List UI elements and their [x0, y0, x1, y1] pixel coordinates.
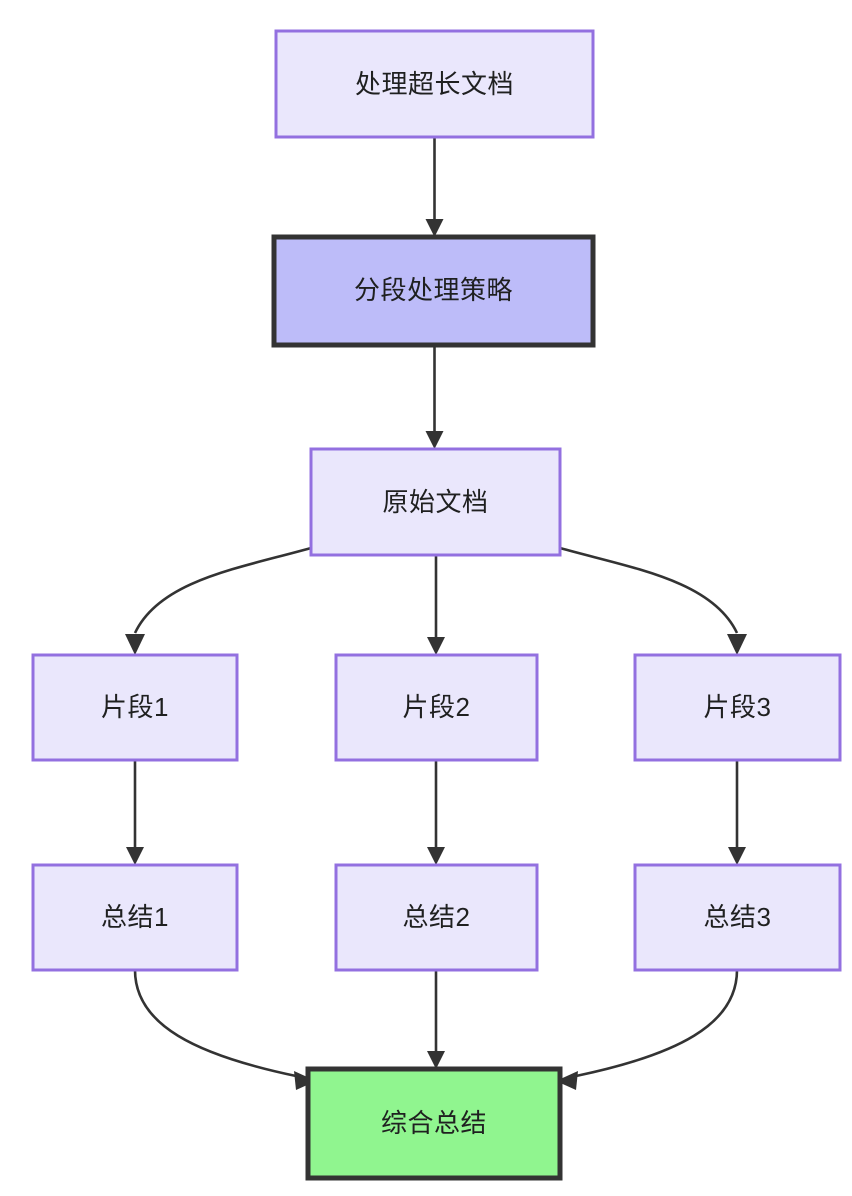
arrow-head-icon: [425, 431, 444, 449]
edge-source-doc-to-fragment-3: [559, 546, 747, 655]
node-summary-3-label: 总结3: [704, 902, 772, 932]
node-fragment-2-shape[interactable]: [334, 653, 539, 762]
node-final-summary-label: 综合总结: [381, 1108, 487, 1138]
edge-source-doc-to-fragment-2: [427, 555, 445, 655]
node-source-doc-shape[interactable]: [309, 447, 562, 557]
node-chunk-strategy-shape[interactable]: [271, 234, 596, 348]
arrow-head-icon: [125, 634, 145, 655]
node-fragment-3-shape[interactable]: [633, 653, 842, 762]
arrow-head-icon: [427, 1051, 445, 1069]
node-fragment-1[interactable]: 片段1: [31, 653, 239, 762]
node-summary-1-label: 总结1: [101, 902, 169, 932]
arrow-head-icon: [427, 637, 445, 655]
edge-summary-2-to-final-summary: [427, 970, 445, 1069]
node-fragment-1-label: 片段1: [101, 692, 169, 722]
node-doc-long-shape[interactable]: [274, 29, 595, 139]
arrow-head-icon: [425, 219, 444, 237]
edge-layer: [125, 137, 747, 1090]
edge-fragment-1-to-summary-1: [126, 760, 144, 865]
node-summary-2-label: 总结2: [403, 902, 471, 932]
node-source-doc[interactable]: 原始文档: [309, 447, 562, 557]
arrow-head-icon: [294, 1071, 316, 1090]
node-source-doc-label: 原始文档: [382, 487, 488, 517]
arrow-head-icon: [556, 1071, 578, 1090]
edge-summary-1-to-final-summary: [133, 969, 316, 1090]
node-final-summary[interactable]: 综合总结: [305, 1066, 563, 1181]
node-doc-long-label: 处理超长文档: [355, 69, 514, 99]
edge-source-doc-to-fragment-1: [125, 546, 312, 655]
node-summary-1-shape[interactable]: [31, 863, 239, 972]
node-summary-1[interactable]: 总结1: [31, 863, 239, 972]
edge-doc-long-to-chunk-strategy: [425, 137, 444, 237]
arrow-head-icon: [126, 847, 144, 865]
node-final-summary-shape[interactable]: [305, 1066, 563, 1181]
node-summary-2[interactable]: 总结2: [334, 863, 539, 972]
node-fragment-2-label: 片段2: [403, 692, 471, 722]
node-summary-3-shape[interactable]: [633, 863, 842, 972]
edge-fragment-2-to-summary-2: [427, 760, 445, 865]
edge-summary-3-to-final-summary: [556, 969, 739, 1090]
node-fragment-3[interactable]: 片段3: [633, 653, 842, 762]
edge-chunk-strategy-to-source-doc: [425, 345, 444, 449]
edge-fragment-3-to-summary-3: [728, 760, 746, 865]
node-summary-2-shape[interactable]: [334, 863, 539, 972]
node-fragment-3-label: 片段3: [704, 692, 772, 722]
node-doc-long[interactable]: 处理超长文档: [274, 29, 595, 139]
arrow-head-icon: [728, 847, 746, 865]
node-fragment-2[interactable]: 片段2: [334, 653, 539, 762]
node-chunk-strategy-label: 分段处理策略: [354, 275, 513, 305]
node-chunk-strategy[interactable]: 分段处理策略: [271, 234, 596, 348]
arrow-head-icon: [727, 634, 747, 655]
arrow-head-icon: [427, 847, 445, 865]
node-summary-3[interactable]: 总结3: [633, 863, 842, 972]
node-layer: 处理超长文档 分段处理策略 原始文档 片段1 片段2 片段3: [31, 29, 842, 1181]
node-fragment-1-shape[interactable]: [31, 653, 239, 762]
